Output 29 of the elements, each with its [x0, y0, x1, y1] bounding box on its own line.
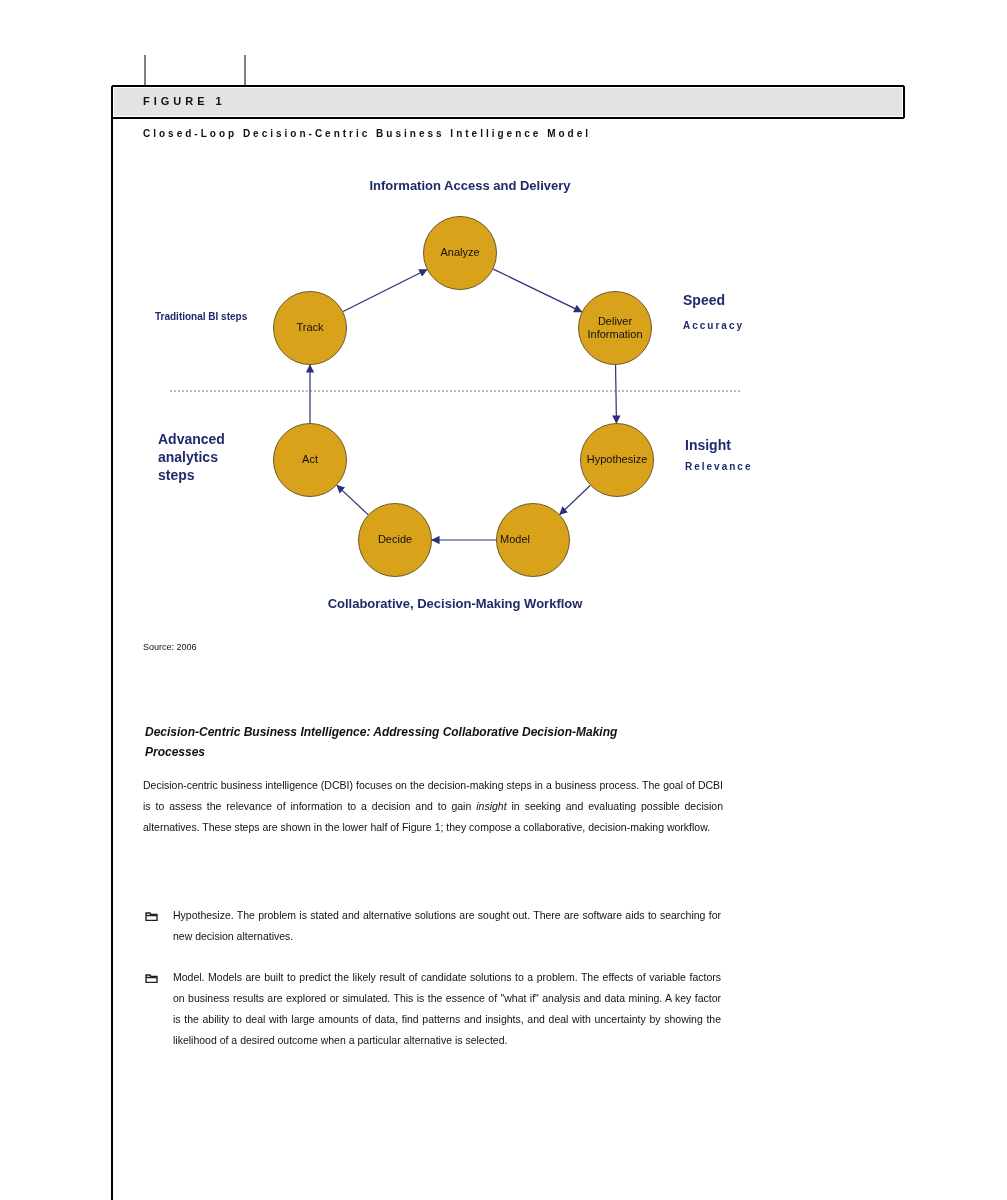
step-circle: Deliver Information — [578, 291, 652, 365]
bullet-text: Model. Models are built to predict the likely result of candidate solutions to a problem. The effects of variable factors on business results are explored or simulated. This is the essence of "what if" analysis and data mining. A key factor is the ability to deal with large amounts of data, find patterns and insights, and deal with uncertainty by showing the likelihood of a desired outcome when a particular alternative is selected. — [173, 970, 721, 1048]
side-label: Speed — [683, 292, 726, 309]
step-circle: Decide — [358, 503, 432, 577]
section-heading: Decision-Centric Business Intelligence: Addressing Collaborative Decision-Making Processes — [145, 724, 619, 762]
figure-number: FIGURE 1 — [143, 95, 227, 109]
arrow — [612, 364, 621, 424]
axis-caption: Information Access and Delivery — [368, 178, 572, 194]
arrow — [305, 364, 315, 424]
figure-title: Closed-Loop Decision-Centric Business Intelligence Model — [143, 128, 592, 139]
source-note: Source: 2006 — [143, 642, 198, 653]
arrow — [559, 484, 591, 516]
side-label: Accuracy — [683, 320, 746, 332]
side-label: Insight — [685, 437, 732, 454]
side-label: Traditional BI steps — [155, 310, 249, 324]
step-circle: Track — [273, 291, 347, 365]
step-circle: Model — [496, 503, 570, 577]
arrow — [492, 268, 583, 313]
axis-caption: Collaborative, Decision-Making Workflow — [326, 596, 584, 612]
step-circle: Hypothesize — [580, 423, 654, 497]
step-circle: Act — [273, 423, 347, 497]
arrow — [342, 268, 428, 313]
body-paragraph: Decision-centric business intelligence (DCBI) focuses on the decision-making steps in a business process. The goal of DCBI is to assess the relevance of information to a decision and to gain insight in seeking and evaluating possible decision alternatives. These steps are shown in the lower half of Figure 1; they compose a collaborative, decision-making workflow. — [143, 778, 723, 835]
arrow — [336, 484, 369, 516]
arrow — [431, 535, 497, 545]
bullet-text: Hypothesize. The problem is stated and alternative solutions are sought out. There are software aids to searching for new decision alternatives. — [173, 908, 721, 944]
side-label: Relevance — [685, 461, 754, 473]
step-circle: Analyze — [423, 216, 497, 290]
side-label: Advanced analytics steps — [158, 430, 226, 485]
